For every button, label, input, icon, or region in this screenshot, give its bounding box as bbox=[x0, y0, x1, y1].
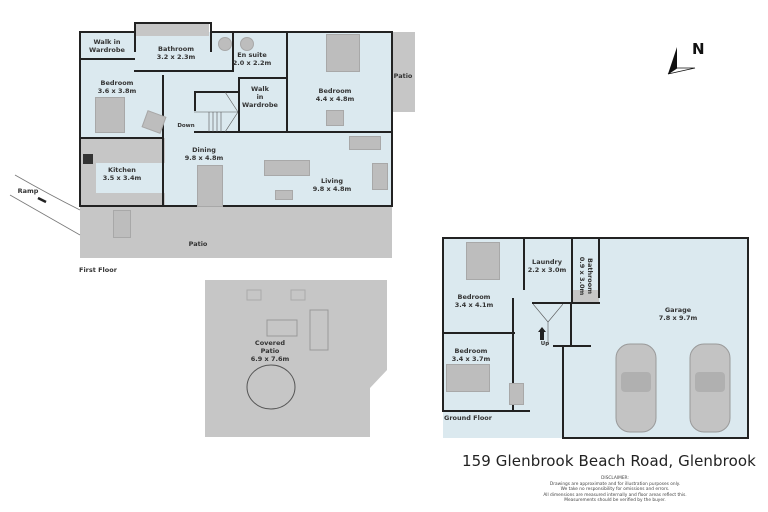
wall bbox=[80, 137, 164, 139]
wall bbox=[79, 31, 136, 33]
disclaimer-line: Measurements should be verified by the b… bbox=[564, 498, 666, 504]
sofa-icon bbox=[372, 163, 388, 190]
wall bbox=[598, 238, 600, 298]
desk-icon bbox=[509, 383, 524, 405]
car-icon bbox=[689, 343, 731, 433]
bed-icon bbox=[466, 242, 500, 280]
wall bbox=[162, 205, 393, 207]
wall bbox=[571, 238, 573, 304]
wall bbox=[80, 58, 135, 60]
wall bbox=[134, 22, 212, 24]
ramp-label: Ramp bbox=[17, 187, 39, 195]
bed-icon bbox=[446, 364, 490, 392]
outdoor-table-icon bbox=[113, 210, 131, 238]
bathroom-shower-area bbox=[572, 290, 599, 304]
wall bbox=[232, 32, 234, 72]
bath-tub-area bbox=[136, 22, 209, 36]
wall bbox=[194, 91, 240, 93]
room-label-patio-small: Patio bbox=[393, 72, 413, 80]
sofa-icon bbox=[349, 136, 381, 150]
wall bbox=[286, 32, 288, 132]
property-address: 159 Glenbrook Beach Road, Glenbrook bbox=[462, 452, 756, 470]
disclaimer: DISCLAIMER: Drawings are approximate and… bbox=[470, 476, 760, 504]
north-compass-icon bbox=[667, 47, 696, 75]
wall bbox=[391, 31, 393, 207]
sofa-icon bbox=[264, 160, 310, 176]
stairs-icon bbox=[533, 304, 563, 344]
ground-floor-label: Ground Floor bbox=[444, 414, 492, 422]
first-floor-label: First Floor bbox=[79, 266, 117, 274]
car-icon bbox=[615, 343, 657, 433]
wall bbox=[79, 205, 164, 207]
wall bbox=[523, 238, 525, 290]
wall bbox=[79, 31, 81, 207]
down-label: Down bbox=[177, 123, 195, 129]
wall bbox=[442, 237, 444, 412]
wall bbox=[238, 77, 288, 79]
wall bbox=[570, 304, 572, 346]
wall bbox=[162, 75, 164, 206]
patio-main-area bbox=[80, 205, 392, 258]
disclaimer-line: Drawings are approximate and for illustr… bbox=[549, 481, 681, 487]
room-label-patio: Patio bbox=[188, 240, 208, 248]
compass-label: N bbox=[692, 40, 705, 58]
toilet-icon bbox=[240, 37, 254, 51]
stairs-icon bbox=[194, 92, 238, 132]
wall bbox=[747, 237, 749, 439]
ramp-lines bbox=[9, 174, 81, 236]
bed-icon bbox=[326, 34, 360, 72]
wall bbox=[134, 22, 136, 52]
wall bbox=[194, 131, 392, 133]
bed-icon bbox=[95, 97, 125, 133]
cooktop-icon bbox=[83, 154, 93, 164]
patio-small-area bbox=[393, 32, 415, 112]
wall bbox=[442, 237, 749, 239]
wall bbox=[210, 31, 393, 33]
wall bbox=[194, 91, 196, 111]
wall bbox=[210, 22, 212, 52]
disclaimer-line: We take no responsibility for omissions … bbox=[560, 487, 670, 493]
up-label: Up bbox=[540, 341, 550, 347]
disclaimer-heading: DISCLAIMER: bbox=[601, 476, 629, 481]
toilet-icon bbox=[218, 37, 232, 51]
wall bbox=[134, 70, 234, 72]
wall bbox=[512, 298, 514, 410]
coffee-table-icon bbox=[275, 190, 293, 200]
dining-table-icon bbox=[197, 165, 223, 207]
disclaimer-line: All dimensions are measured internally a… bbox=[543, 492, 687, 498]
wall bbox=[562, 437, 749, 439]
wall bbox=[442, 332, 515, 334]
wall bbox=[553, 345, 591, 347]
wall bbox=[562, 345, 564, 438]
armchair-icon bbox=[326, 110, 344, 126]
wall bbox=[442, 410, 530, 412]
wall bbox=[238, 77, 240, 132]
kitchen-floor bbox=[96, 163, 166, 193]
covered-patio-shape bbox=[205, 280, 387, 437]
wall bbox=[532, 302, 600, 304]
